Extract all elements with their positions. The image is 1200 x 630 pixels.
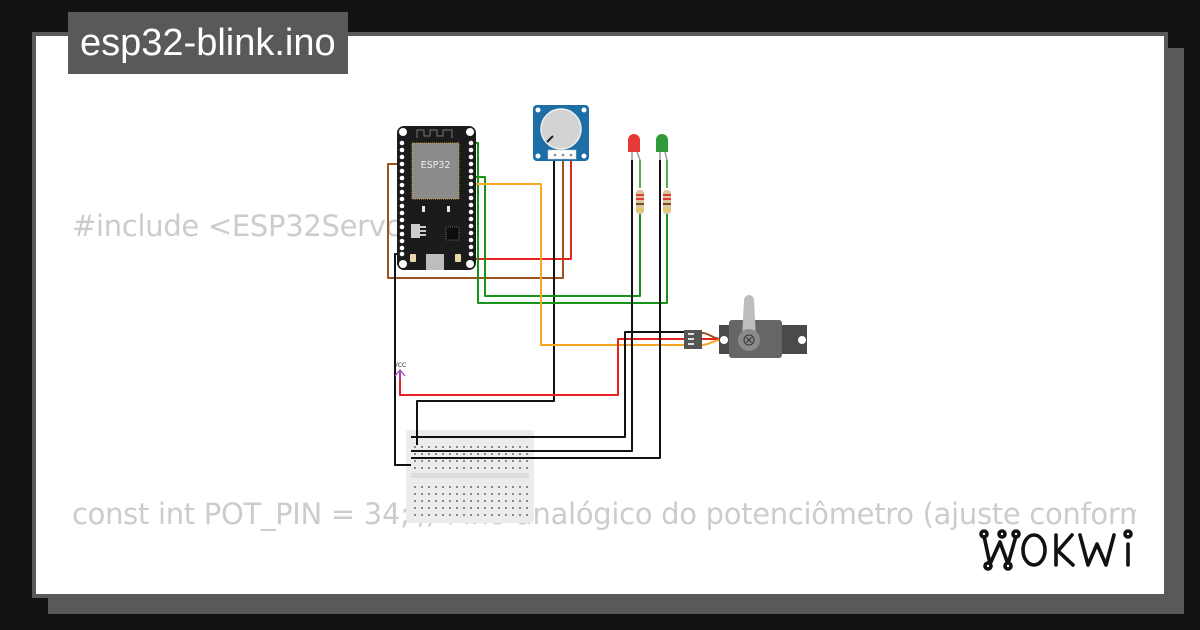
wire-orange <box>472 183 686 346</box>
wire-black-pot <box>416 152 555 445</box>
wire-black-led-green <box>411 160 661 459</box>
led-green <box>656 134 668 188</box>
wire-black-servo <box>411 331 686 438</box>
code-line: const int POT_PIN = 34; // Pino analógic… <box>72 497 1136 531</box>
wire-red-servo <box>399 338 686 396</box>
wokwi-logo: WOKWi <box>979 529 1133 571</box>
svg-text:VCC: VCC <box>394 362 406 369</box>
potentiometer <box>533 105 589 161</box>
led-red <box>628 134 641 188</box>
wire-green-2 <box>472 176 641 297</box>
vcc-symbol: VCC <box>394 362 406 379</box>
esp32-label: ESP32 <box>421 160 451 171</box>
breadboard <box>406 430 534 523</box>
servo-motor <box>684 295 807 358</box>
resistor-green-led <box>663 190 671 214</box>
wire-red-pot <box>472 152 572 260</box>
project-title: esp32-blink.ino <box>68 12 348 74</box>
wire-black-led-red <box>411 160 633 452</box>
esp32-board: ESP32 <box>397 126 476 270</box>
wire-brown <box>387 152 564 279</box>
resistor-red-led <box>636 190 644 214</box>
